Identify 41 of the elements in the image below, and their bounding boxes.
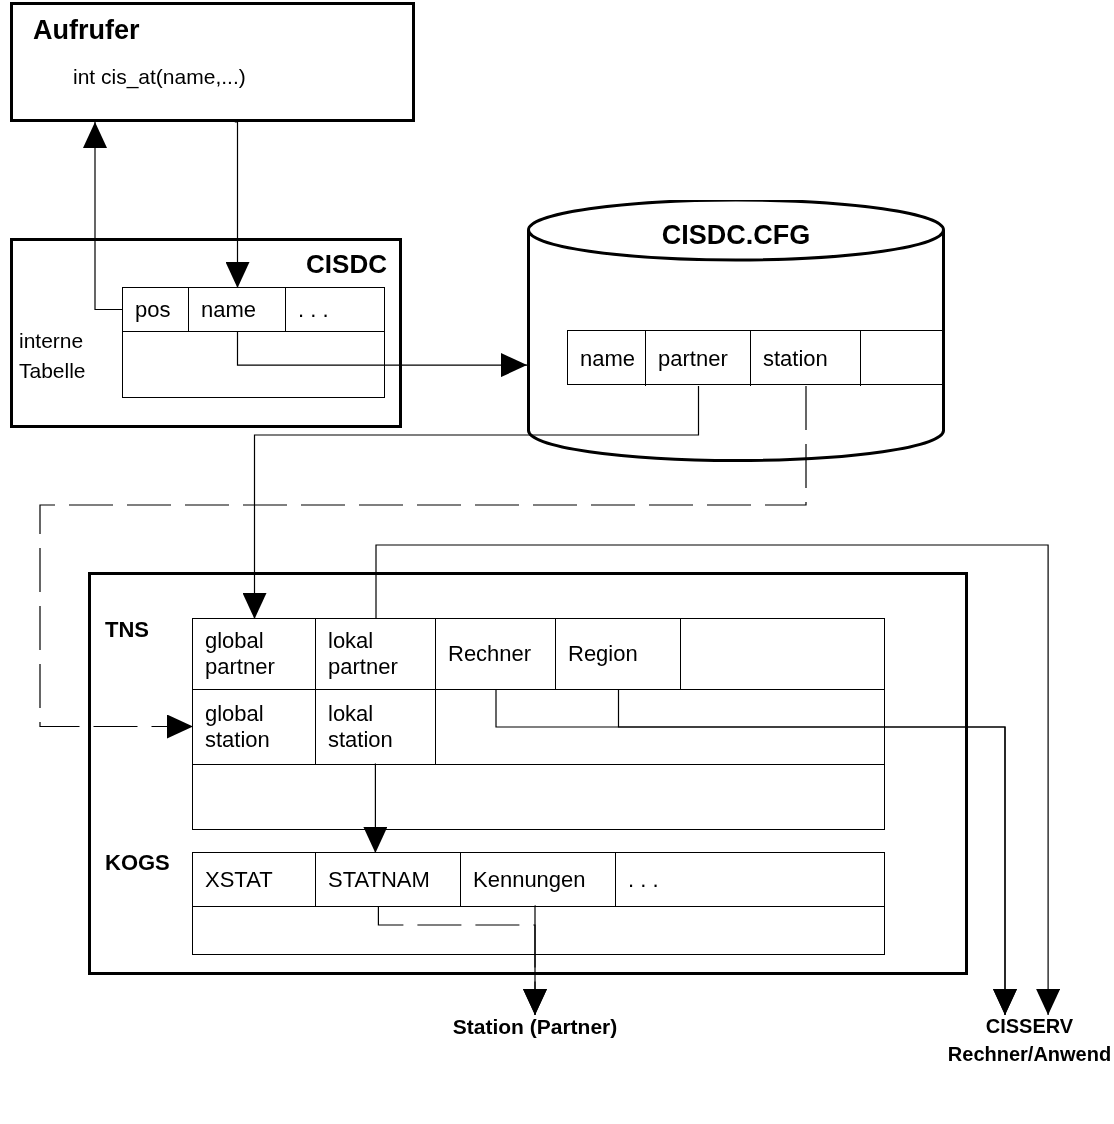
- cell-text: STATNAM: [327, 866, 430, 893]
- cell-text: . . .: [297, 296, 329, 323]
- function-signature: int cis_at(name,...): [73, 65, 246, 89]
- side-label: interne Tabelle: [19, 328, 87, 384]
- box-heading: CISDC: [306, 249, 387, 280]
- cell-text: XSTAT: [204, 866, 273, 893]
- arrow: [236, 330, 528, 378]
- cell-text: global station: [204, 700, 271, 753]
- target-label: Rechner/Anwend: [946, 1043, 1113, 1066]
- arrow: [242, 385, 700, 620]
- cell-text: station: [762, 345, 828, 372]
- cell-text: pos: [134, 296, 171, 323]
- target-label: Station (Partner): [451, 1015, 619, 1039]
- table-heading: TNS: [105, 617, 149, 643]
- caller-box: [10, 2, 415, 122]
- cell-text: Kennungen: [472, 866, 586, 893]
- arrow: [363, 763, 388, 854]
- arrow: [225, 121, 250, 289]
- table-grid: [122, 287, 385, 398]
- arrow: [523, 905, 547, 1016]
- system-frame: [88, 572, 968, 975]
- cell-text: lokal station: [327, 700, 394, 753]
- cell-text: Region: [567, 641, 638, 667]
- cell-text: name: [200, 296, 257, 323]
- cell-text: Rechner: [447, 641, 532, 667]
- arrow: [375, 544, 1061, 1016]
- cell-text: lokal partner: [327, 628, 399, 680]
- module-box: [10, 238, 402, 428]
- cell-text: partner: [657, 345, 728, 372]
- box-heading: Aufrufer: [33, 15, 140, 46]
- cell-text: . . .: [627, 866, 659, 893]
- dashed-arrow: [39, 385, 807, 739]
- database-title: CISDC.CFG: [660, 220, 812, 251]
- arrow: [83, 121, 124, 311]
- cell-text: global partner: [204, 628, 276, 680]
- table-heading: KOGS: [105, 850, 170, 876]
- target-label: CISSERV: [984, 1015, 1075, 1038]
- database-cylinder: [527, 200, 945, 462]
- cell-text: name: [579, 345, 636, 372]
- arrow: [617, 688, 1017, 1016]
- table-grid: [567, 330, 945, 385]
